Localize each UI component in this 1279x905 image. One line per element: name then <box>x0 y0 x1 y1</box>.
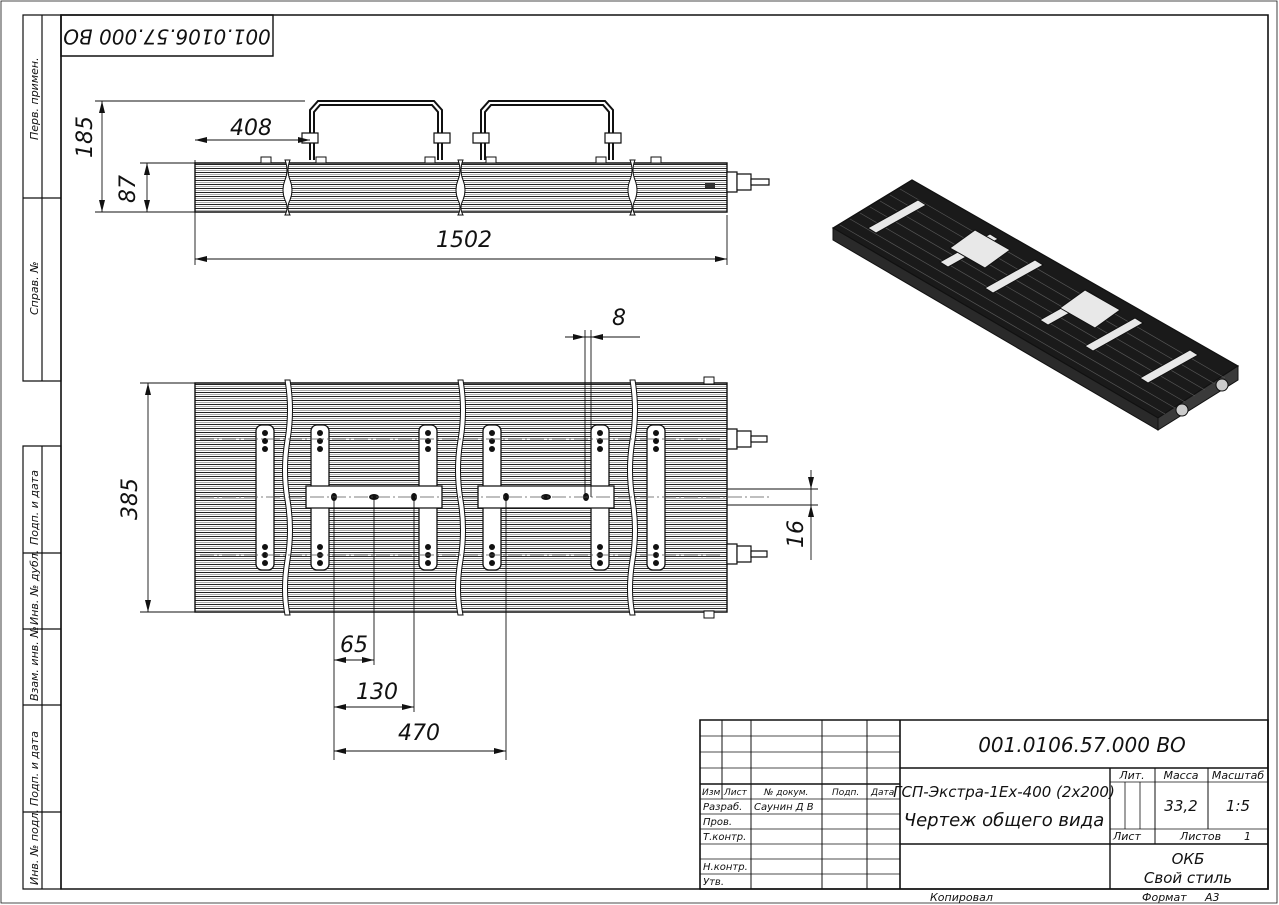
tb-tkontr: Т.контр. <box>703 832 746 843</box>
tb-utv: Утв. <box>703 877 724 888</box>
doc-code-stamp: 001.0106.57.000 ВО <box>61 15 273 56</box>
dim-1502: 1502 <box>436 228 492 253</box>
label-podp-data-2: Подп. и дата <box>28 731 41 806</box>
tb-format: Формат <box>1142 891 1187 904</box>
dim-385: 385 <box>118 478 143 520</box>
tb-format-value: А3 <box>1204 891 1220 904</box>
title-block-text: 001.0106.57.000 ВО Изм Лист № докум. Под… <box>702 733 1264 904</box>
top-view-dimensions <box>140 330 818 760</box>
tb-header-list: Лист <box>723 788 748 798</box>
tb-listov-value: 1 <box>1244 830 1251 843</box>
title-block <box>700 720 1268 889</box>
side-labels: Перв. примен. Справ. № Подп. и дата Инв.… <box>28 57 41 885</box>
side-view-arrows <box>99 101 727 262</box>
tb-massa-value: 33,2 <box>1164 797 1197 815</box>
tb-list-label: Лист <box>1112 830 1141 843</box>
tb-lit: Лит. <box>1118 769 1144 782</box>
tb-org-line2: Свой стиль <box>1144 869 1232 887</box>
side-view <box>195 101 769 215</box>
dim-470: 470 <box>398 721 440 746</box>
label-inv-dubl: Инв. № дубл. <box>28 550 41 625</box>
tb-header-izm: Изм <box>702 788 721 798</box>
tb-kopiroval: Копировал <box>930 891 993 904</box>
dim-8: 8 <box>612 306 626 331</box>
tb-prov: Пров. <box>703 817 732 828</box>
tb-header-data: Дата <box>870 788 894 798</box>
tb-masshtab-value: 1:5 <box>1226 797 1250 815</box>
tb-masshtab: Масштаб <box>1212 769 1264 782</box>
tb-razrab: Разраб. <box>703 801 742 813</box>
dim-130: 130 <box>356 680 398 705</box>
tb-razrab-name: Саунин Д В <box>754 802 814 813</box>
tb-header-ndokum: № докум. <box>763 788 808 798</box>
dim-408: 408 <box>230 116 272 141</box>
label-vzam-inv: Взам. инв. № <box>28 626 41 701</box>
top-view <box>195 377 770 618</box>
dim-16: 16 <box>784 520 809 548</box>
tb-header-podp: Подп. <box>832 788 859 798</box>
left-side-columns <box>23 15 61 889</box>
doc-code-stamp-text: 001.0106.57.000 ВО <box>63 25 271 49</box>
label-perv-primen: Перв. примен. <box>28 57 41 140</box>
doc-code: 001.0106.57.000 ВО <box>978 733 1186 757</box>
dim-87: 87 <box>116 175 141 203</box>
tb-name-line1: ГСП-Экстра-1Ex-400 (2x200) <box>893 783 1115 801</box>
tb-org-line1: ОКБ <box>1172 850 1205 868</box>
tb-name-line2: Чертеж общего вида <box>904 810 1104 831</box>
tb-listov-label: Листов <box>1179 830 1221 843</box>
dim-65: 65 <box>340 633 368 658</box>
top-view-arrows <box>145 334 814 754</box>
label-sprav: Справ. № <box>28 261 41 315</box>
label-podp-data-1: Подп. и дата <box>28 470 41 545</box>
dim-185: 185 <box>73 116 98 158</box>
label-inv-podl: Инв. № подл. <box>28 809 41 885</box>
tb-massa: Масса <box>1163 769 1198 782</box>
isometric-view <box>833 180 1238 430</box>
tb-nkontr: Н.контр. <box>703 862 748 873</box>
